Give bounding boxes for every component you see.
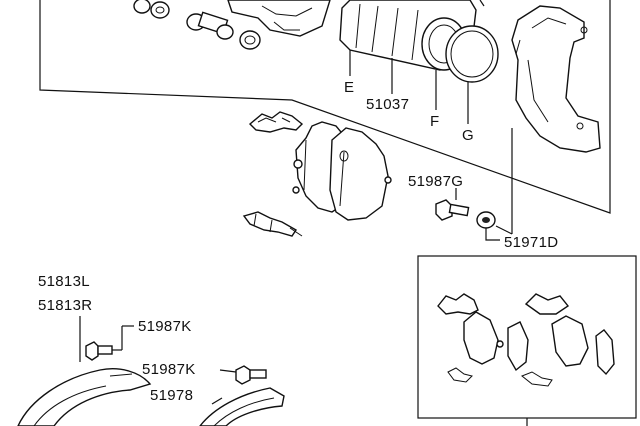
brake-pad-outer [329, 127, 392, 221]
nut-51971d [476, 128, 513, 241]
caliper-body [227, 0, 331, 37]
bolt-51987g [435, 188, 470, 221]
label-bolt-g: 51987G [408, 173, 463, 190]
bolt-51987k-upper [85, 325, 134, 361]
label-plate: 51978 [150, 387, 193, 404]
pad-wear-indicator-clips [242, 211, 303, 237]
label-piston-kit: 51037 [366, 96, 409, 113]
bolt-51987k-lower [219, 365, 267, 385]
label-nut-d: 51971D [504, 234, 558, 251]
label-g: G [462, 127, 474, 144]
pad-kit-frame [417, 255, 637, 426]
backing-plate-51978 [199, 387, 285, 426]
dust-shield [17, 316, 152, 426]
caliper-assembly-frame [39, 0, 611, 214]
caliper-mounting-bracket [511, 5, 601, 153]
label-shield-r: 51813R [38, 297, 92, 314]
pad-kit-parts [437, 293, 615, 387]
label-f: F [430, 113, 439, 130]
label-bolt-k2: 51987K [142, 361, 196, 378]
label-bolt-k1: 51987K [138, 318, 192, 335]
caliper-small-parts [133, 0, 261, 50]
pad-anti-squeal-shim-top [248, 111, 304, 133]
piston-seal-stack [339, 0, 499, 83]
label-e: E [344, 79, 354, 96]
caliper-leader-lines [349, 0, 485, 124]
label-shield-l: 51813L [38, 273, 90, 290]
